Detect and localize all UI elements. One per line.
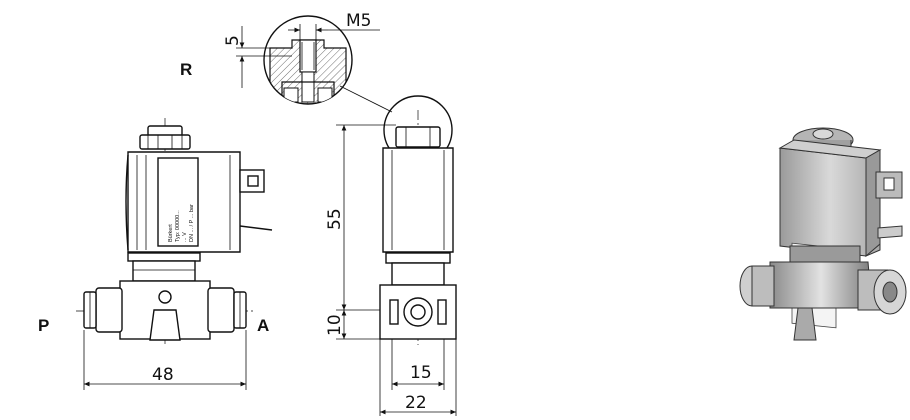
dim-22: 22 <box>405 393 427 413</box>
side-view: 55 10 15 22 <box>325 95 457 416</box>
port-label-a: A <box>257 316 270 335</box>
port-label-r: R <box>180 60 193 79</box>
dim-m5: M5 <box>346 11 371 31</box>
port-label-p: P <box>38 316 50 335</box>
dim-15: 15 <box>410 363 432 383</box>
svg-text:... V: ... V <box>182 232 188 242</box>
dim-10: 10 <box>325 314 345 336</box>
svg-text:Bürkert: Bürkert <box>168 224 174 242</box>
svg-text:DN ... / P ... bar: DN ... / P ... bar <box>189 204 195 242</box>
dim-48: 48 <box>152 365 174 385</box>
nameplate-text: Bürkert Typ: 00000... ... V DN ... / P .… <box>168 204 195 242</box>
dim-55: 55 <box>325 208 345 230</box>
front-view: Bürkert Typ: 00000... ... V DN ... / P .… <box>76 118 273 390</box>
dim-5: 5 <box>223 35 243 46</box>
product-photo <box>739 127 907 341</box>
thread-detail: M5 5 <box>223 11 393 113</box>
svg-text:Typ: 00000...: Typ: 00000... <box>175 210 181 242</box>
